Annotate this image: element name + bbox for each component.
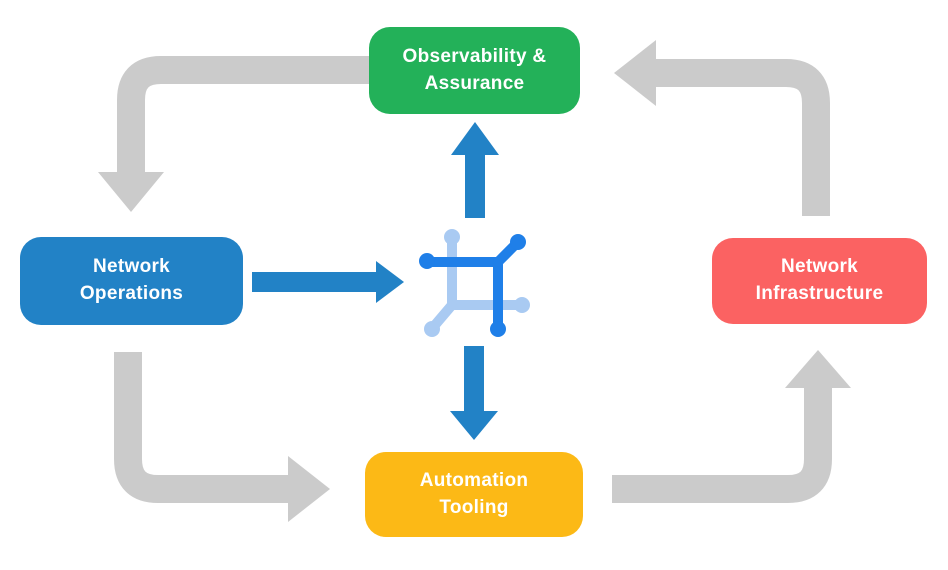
node-network-operations: Network Operations xyxy=(20,237,243,325)
arrow-observability-to-operations xyxy=(98,56,369,212)
node-label-line: Network xyxy=(780,256,859,278)
node-label-line: Assurance xyxy=(424,72,525,94)
arrow-shaft xyxy=(656,59,830,216)
network-mesh-icon xyxy=(419,229,530,337)
arrowhead-right-icon xyxy=(288,456,330,522)
arrow-center-to-automation xyxy=(450,346,498,440)
network-mesh-dark-strokes xyxy=(425,240,520,330)
arrowhead-up-icon xyxy=(785,350,851,388)
node-label-line: Observability & xyxy=(402,45,547,67)
arrow-shaft xyxy=(117,56,369,173)
arrow-center-to-observability xyxy=(451,122,499,218)
node-label-line: Tooling xyxy=(439,496,509,518)
network-mesh-dark-nodes xyxy=(419,234,526,337)
arrowhead-up-icon xyxy=(451,122,499,155)
node-label-line: Network xyxy=(92,256,171,278)
arrow-operations-to-center xyxy=(252,261,404,303)
node-label-line: Infrastructure xyxy=(755,283,884,304)
node-label-line: Operations xyxy=(79,283,184,304)
arrowhead-left-icon xyxy=(614,40,656,106)
node-automation-tooling: Automation Tooling xyxy=(365,452,583,537)
network-mesh-light-nodes xyxy=(424,229,530,337)
arrowhead-down-icon xyxy=(450,411,498,440)
arrow-shaft xyxy=(114,352,288,503)
arrow-shaft xyxy=(612,388,832,503)
node-label-line: Automation xyxy=(419,469,529,491)
arrow-operations-to-automation xyxy=(114,352,330,522)
node-network-infrastructure: Network Infrastructure xyxy=(712,238,927,324)
arrow-infrastructure-to-observability xyxy=(614,40,830,216)
arrowhead-down-icon xyxy=(98,172,164,212)
node-observability-assurance: Observability & Assurance xyxy=(369,27,580,114)
arrowhead-right-icon xyxy=(376,261,404,303)
arrow-automation-to-infrastructure xyxy=(612,350,851,503)
